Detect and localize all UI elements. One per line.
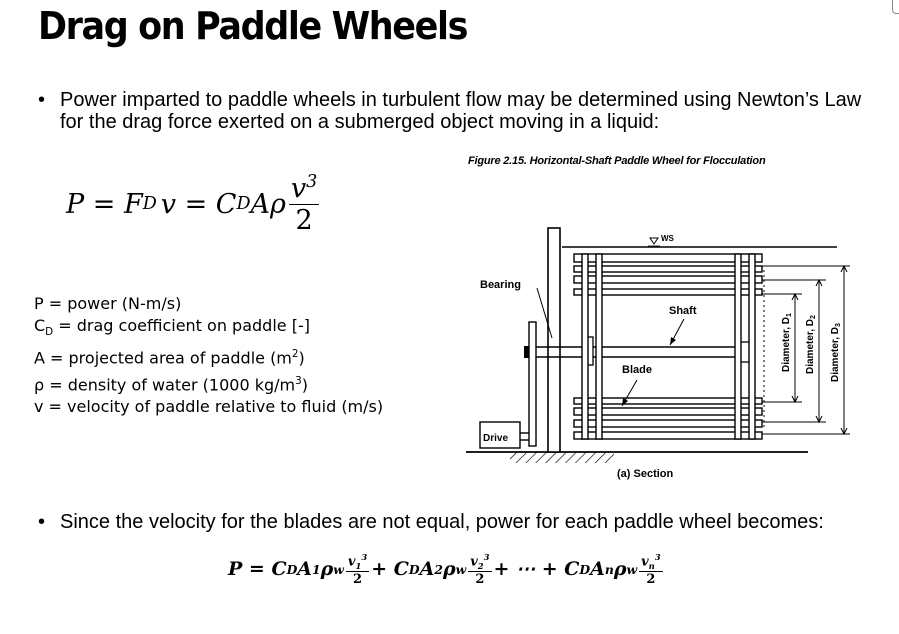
bullet-power-sum: • Since the velocity for the blades are … xyxy=(38,511,868,533)
velocity-fraction: v3 2 xyxy=(288,172,320,236)
ground-hatch xyxy=(466,451,808,463)
section-label: (a) Section xyxy=(617,468,674,480)
bullet-text: Since the velocity for the blades are no… xyxy=(60,511,824,533)
def-power: P = power (N-m/s) xyxy=(34,294,182,313)
bearing-label: Bearing xyxy=(480,279,521,291)
shaft-label: Shaft xyxy=(669,305,697,317)
paddle-wheel-diagram: WS Drive Bearing Shaft Blade xyxy=(466,227,850,480)
bullet-power-intro: • Power imparted to paddle wheels in tur… xyxy=(38,89,868,133)
diameter-d3-label: Diameter, D3 xyxy=(830,323,842,382)
corner-frame-mark xyxy=(892,0,899,14)
diameter-d1-label: Diameter, D1 xyxy=(781,313,793,372)
drive-label: Drive xyxy=(483,433,508,444)
slide-title: Drag on Paddle Wheels xyxy=(38,4,468,48)
water-surface-icon xyxy=(648,237,660,247)
bullet-marker: • xyxy=(38,89,46,111)
def-density: ρ = density of water (1000 kg/m3) xyxy=(34,374,308,394)
diameter-dimension-lines xyxy=(762,264,850,436)
blade-label: Blade xyxy=(622,364,652,376)
diameter-d2-label: Diameter, D2 xyxy=(805,315,817,374)
shaft xyxy=(536,336,751,366)
variable-definitions: P = power (N-m/s) CD = drag coefficient … xyxy=(34,293,383,418)
bullet-marker: • xyxy=(38,511,46,533)
bearing-support xyxy=(528,321,537,447)
def-drag-coefficient: CD = drag coefficient on paddle [-] xyxy=(34,316,310,339)
figure-caption: Figure 2.15. Horizontal-Shaft Paddle Whe… xyxy=(468,155,766,167)
bullet-text: Power imparted to paddle wheels in turbu… xyxy=(60,89,862,133)
def-velocity: v = velocity of paddle relative to fluid… xyxy=(34,396,384,416)
ws-label: WS xyxy=(661,234,675,243)
paddle-wheel-frame xyxy=(573,253,763,440)
def-area: A = projected area of paddle (m2) xyxy=(34,348,305,368)
tank-wall xyxy=(547,227,561,453)
drive-box xyxy=(479,421,521,449)
